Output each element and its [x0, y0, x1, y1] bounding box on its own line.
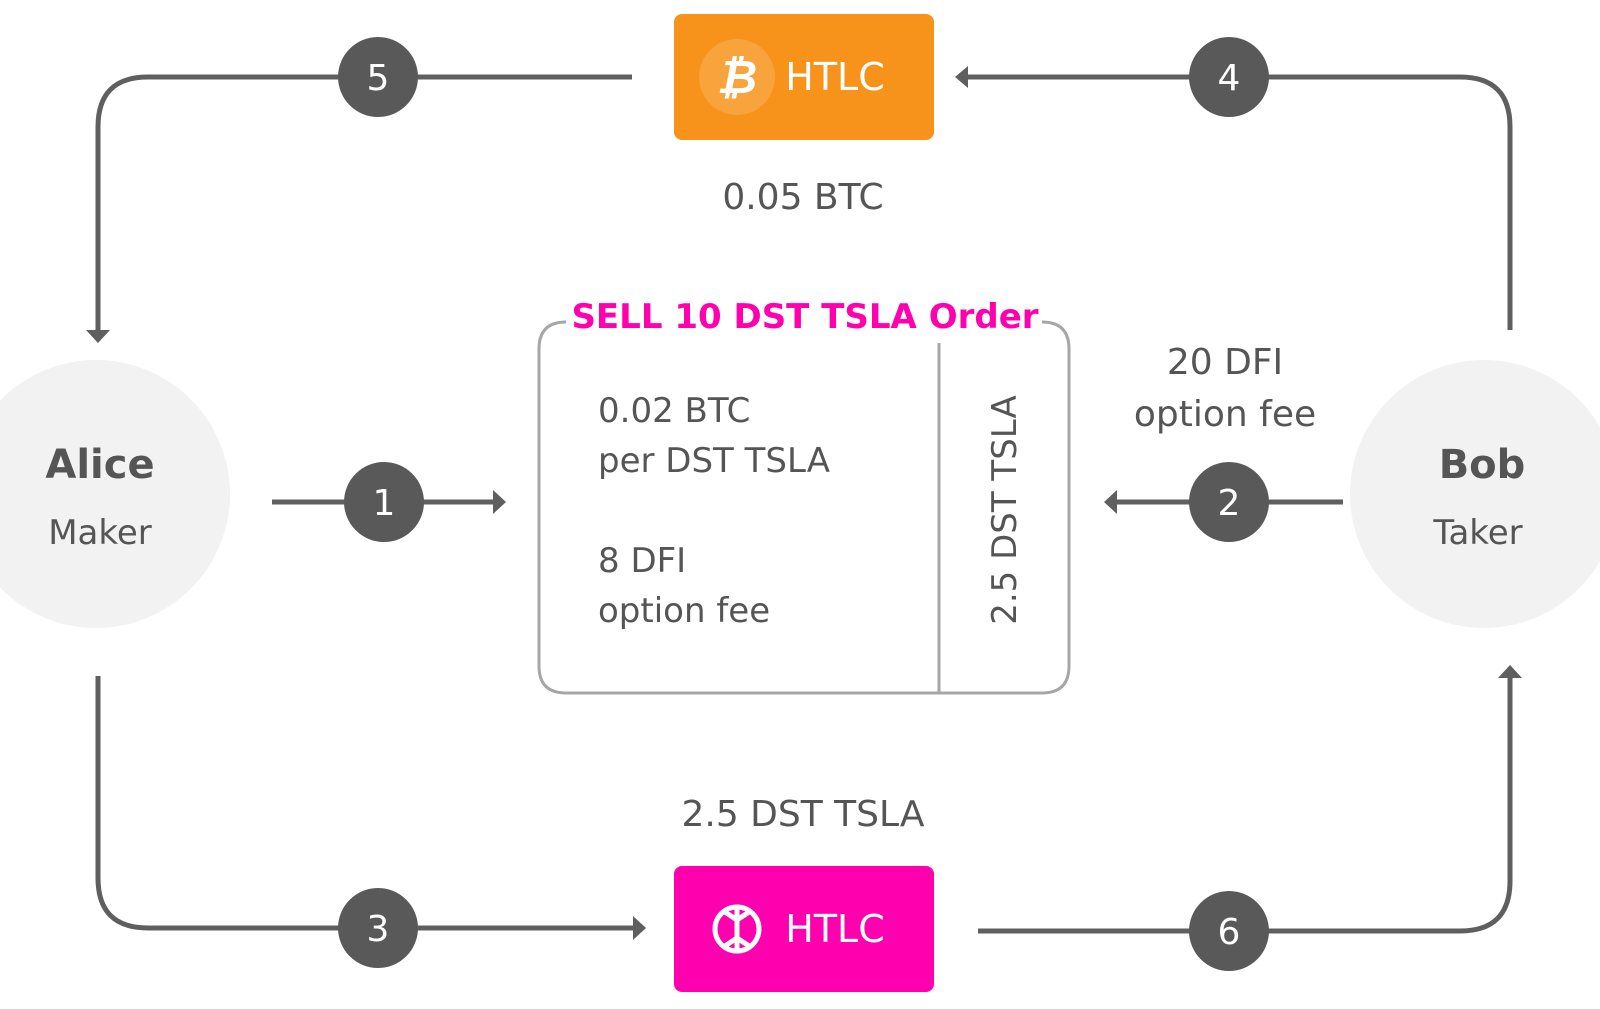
- flow-line-step-4: [968, 74, 1513, 330]
- arrowhead-step-3: [633, 916, 646, 940]
- step-badge-4: 4: [1189, 37, 1269, 117]
- step-badge-1: 1: [344, 462, 424, 542]
- order-fee-line1: 8 DFI: [598, 541, 686, 581]
- step-badge-6: 6: [1189, 891, 1269, 971]
- flow-line-step-3: [95, 676, 635, 931]
- flow-line-step-6: [978, 676, 1513, 934]
- step-badge-2: 2: [1189, 462, 1269, 542]
- flow-line-step-5: [95, 74, 632, 330]
- dfi-htlc-label: HTLC: [785, 907, 885, 951]
- svg-text:4: 4: [1218, 58, 1241, 99]
- btc-htlc-amount: 0.05 BTC: [722, 177, 883, 218]
- order-price-line1: 0.02 BTC: [598, 391, 750, 431]
- bob-fee-line1: 20 DFI: [1167, 342, 1283, 383]
- alice-name: Alice: [45, 442, 154, 488]
- svg-text:6: 6: [1218, 912, 1241, 953]
- arrowhead-step-5: [86, 330, 110, 343]
- bob-circle: [1350, 360, 1600, 628]
- svg-text:1: 1: [373, 483, 396, 524]
- svg-text:5: 5: [367, 58, 390, 99]
- alice-role: Maker: [48, 513, 152, 553]
- bob-fee-line2: option fee: [1134, 394, 1316, 435]
- defichain-icon: [712, 904, 762, 954]
- order-fee-line2: option fee: [598, 591, 770, 631]
- bob-role: Taker: [1432, 513, 1522, 553]
- arrowhead-step-1: [493, 490, 506, 514]
- arrowhead-step-4: [955, 66, 968, 88]
- step-badge-5: 5: [338, 37, 418, 117]
- svg-text:₿: ₿: [717, 50, 757, 104]
- btc-htlc-box: ₿ HTLC: [674, 14, 934, 140]
- order-box: [537, 320, 1071, 695]
- order-side-label: 2.5 DST TSLA: [985, 395, 1025, 625]
- step-badge-3: 3: [338, 888, 418, 968]
- dfi-htlc-amount: 2.5 DST TSLA: [681, 794, 924, 835]
- arrowhead-step-2: [1104, 490, 1117, 514]
- arrowhead-step-6: [1498, 665, 1522, 678]
- order-title: SELL 10 DST TSLA Order: [571, 297, 1038, 337]
- alice-circle: [0, 360, 230, 628]
- svg-text:2: 2: [1218, 483, 1241, 524]
- dfi-htlc-box: HTLC: [674, 866, 934, 992]
- order-price-line2: per DST TSLA: [598, 441, 830, 481]
- bob-name: Bob: [1439, 442, 1526, 488]
- btc-htlc-label: HTLC: [785, 55, 885, 99]
- svg-text:3: 3: [367, 909, 390, 950]
- bitcoin-icon: ₿: [699, 39, 775, 115]
